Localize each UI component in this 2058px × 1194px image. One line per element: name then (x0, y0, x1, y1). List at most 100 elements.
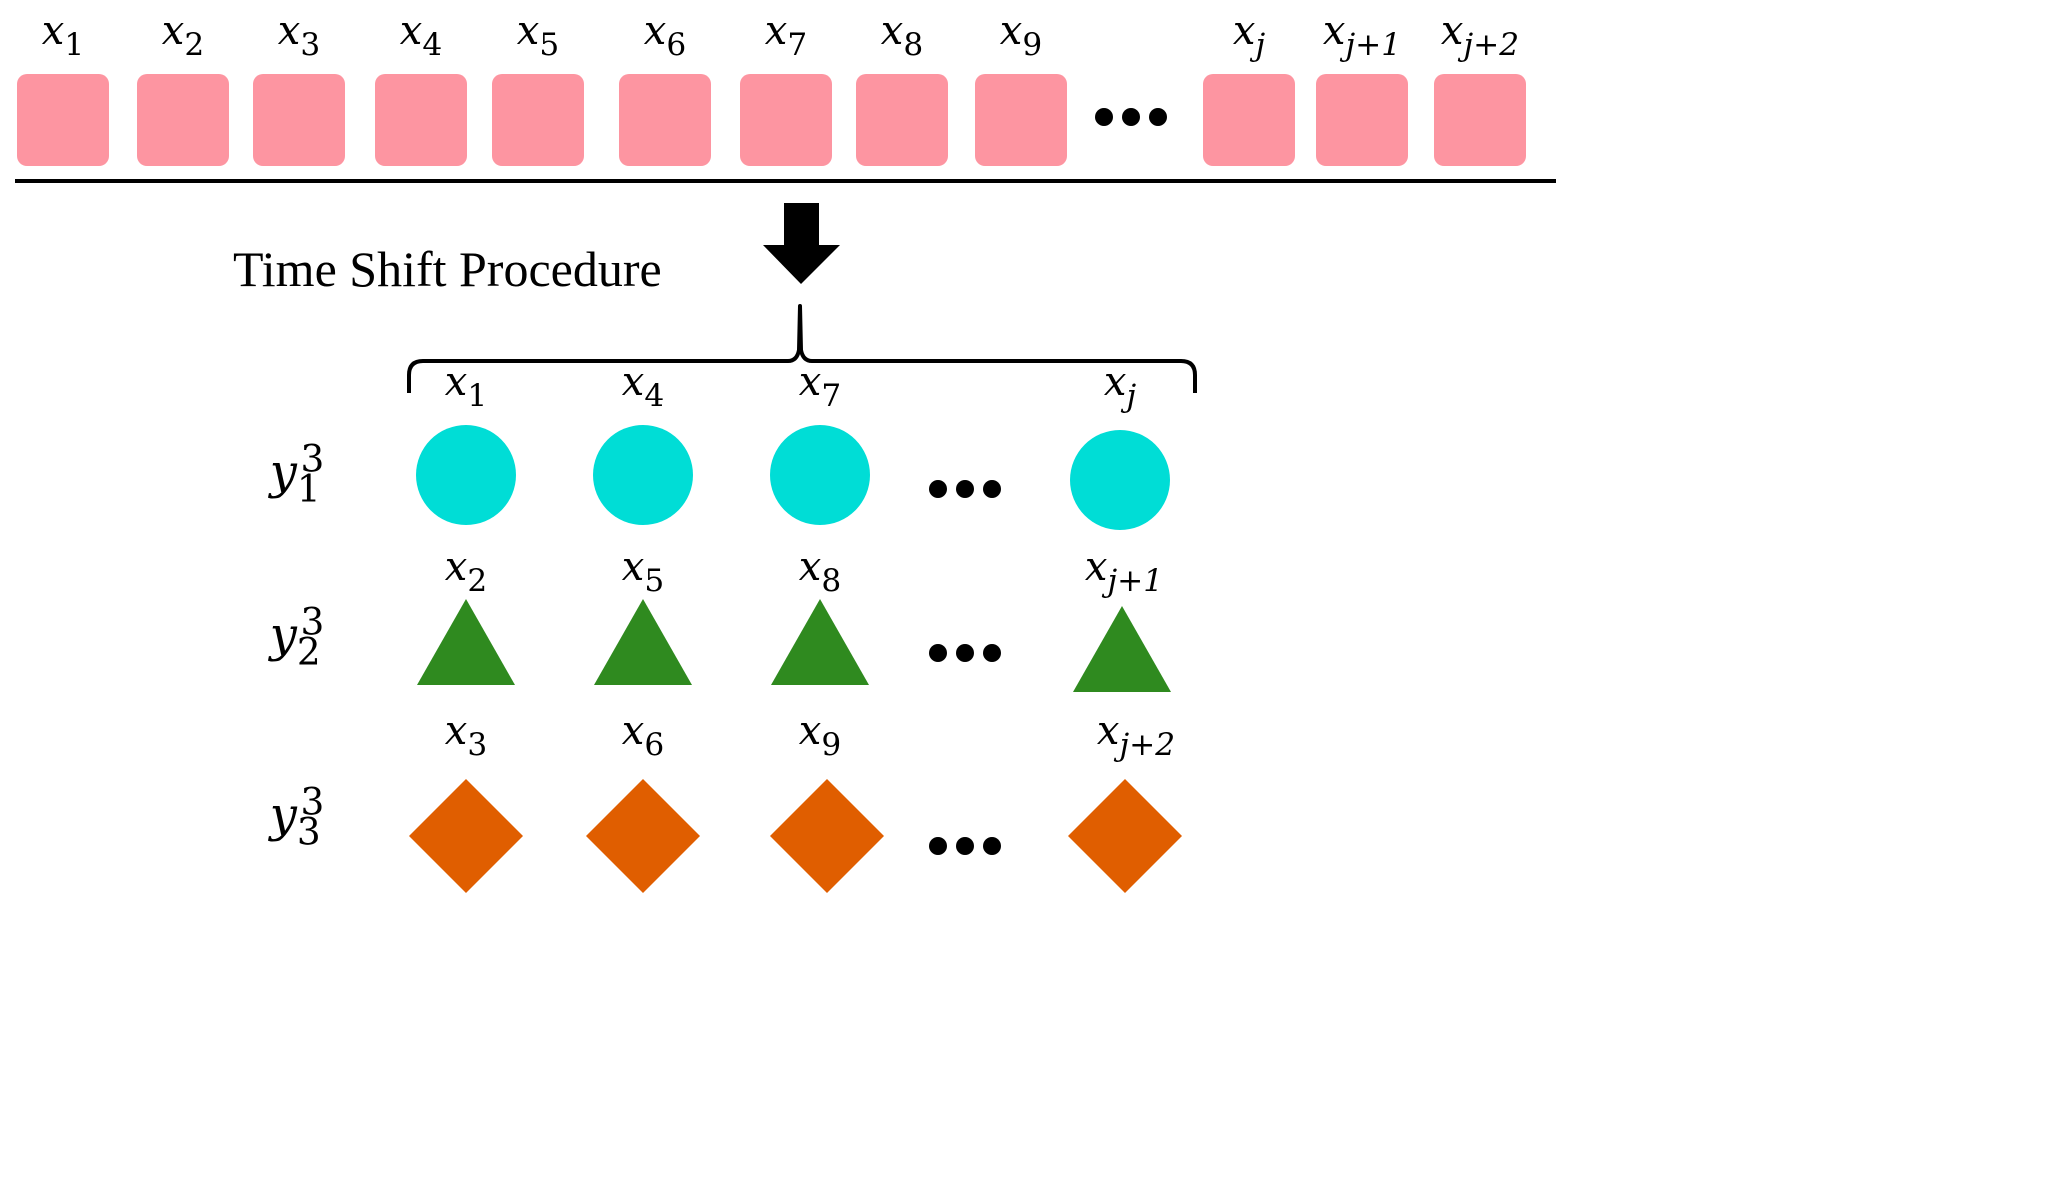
row-3-ellipsis-dot-3 (983, 837, 1001, 855)
row-2-item-label-1: x2 (445, 544, 487, 599)
sequence-label-7-subscript: 7 (787, 27, 807, 63)
row-3-item-label-4: xj+2 (1097, 708, 1175, 763)
row-2-item-label-3: x8 (799, 544, 841, 599)
row-3-ellipsis-dot-2 (956, 837, 974, 855)
row-1-item-label-4-variable: x (1104, 359, 1127, 405)
row-2-item-label-2-subscript: 5 (644, 563, 664, 599)
sequence-label-8-subscript: 8 (903, 27, 923, 63)
row-2-item-label-4-subscript: j+1 (1101, 563, 1163, 599)
row-2-triangle-icon-2 (594, 599, 692, 685)
sequence-label-11-variable: x (1323, 8, 1346, 54)
row-3-label: y33 (268, 780, 325, 854)
row-1-item-label-1: x1 (445, 359, 487, 414)
row-2-item-label-1-subscript: 2 (467, 563, 487, 599)
row-1-ellipsis-dot-3 (983, 480, 1001, 498)
sequence-label-2-variable: x (162, 8, 185, 54)
row-1-label-subscript: 1 (297, 466, 321, 510)
row-2-label: y23 (268, 600, 325, 674)
sequence-label-5-subscript: 5 (539, 27, 559, 63)
row-3-item-label-2-subscript: 6 (644, 727, 664, 763)
row-3-item-label-4-variable: x (1097, 708, 1120, 754)
row-2-ellipsis-dot-3 (983, 644, 1001, 662)
row-3-item-label-1: x3 (445, 708, 487, 763)
row-3-ellipsis-dot-1 (929, 837, 947, 855)
row-1-circle-icon-2 (593, 425, 693, 525)
row-3-item-label-1-subscript: 3 (467, 727, 487, 763)
row-1-item-label-1-subscript: 1 (467, 378, 487, 414)
sequence-ellipsis-dot-3 (1149, 108, 1167, 126)
row-3-label-subscript: 3 (297, 809, 321, 853)
row-3-item-label-2: x6 (622, 708, 664, 763)
sequence-label-1-variable: x (42, 8, 65, 54)
row-1-item-label-2-subscript: 4 (644, 378, 664, 414)
row-2-label-subscript: 2 (297, 629, 321, 673)
row-2-triangle-icon-4 (1073, 606, 1171, 692)
sequence-block-2 (137, 74, 229, 166)
sequence-ellipsis-dot-1 (1095, 108, 1113, 126)
sequence-label-6-subscript: 6 (666, 27, 686, 63)
sequence-label-9: x9 (1000, 8, 1042, 63)
sequence-block-11 (1316, 74, 1408, 166)
row-3-item-label-2-variable: x (622, 708, 645, 754)
sequence-label-9-variable: x (1000, 8, 1023, 54)
row-1-label: y13 (268, 437, 325, 511)
sequence-label-8: x8 (881, 8, 923, 63)
row-1-item-label-3: x7 (799, 359, 841, 414)
row-1-item-label-2: x4 (622, 359, 664, 414)
sequence-label-5: x5 (517, 8, 559, 63)
sequence-label-10: xj (1233, 8, 1266, 63)
row-1-label-superscript: 3 (300, 437, 324, 481)
row-2-label-superscript: 3 (300, 600, 324, 644)
row-3-item-label-3-subscript: 9 (821, 727, 841, 763)
row-3-diamond-icon-3 (770, 779, 884, 893)
row-2-item-label-4: xj+1 (1085, 544, 1163, 599)
row-3-diamond-icon-4 (1068, 779, 1182, 893)
row-1-ellipsis-dot-2 (956, 480, 974, 498)
sequence-block-3 (253, 74, 345, 166)
row-2-item-label-3-variable: x (799, 544, 822, 590)
sequence-block-5 (492, 74, 584, 166)
sequence-label-6: x6 (644, 8, 686, 63)
row-3-label-superscript: 3 (300, 780, 324, 824)
row-1-item-label-4: xj (1104, 359, 1137, 414)
row-3-label-variable: y (268, 787, 298, 843)
sequence-block-7 (740, 74, 832, 166)
sequence-label-3: x3 (278, 8, 320, 63)
row-2-triangle-icon-1 (417, 599, 515, 685)
sequence-label-2: x2 (162, 8, 204, 63)
row-2-triangle-icon-3 (771, 599, 869, 685)
sequence-block-8 (856, 74, 948, 166)
row-1-ellipsis-dot-1 (929, 480, 947, 498)
row-1-item-label-3-variable: x (799, 359, 822, 405)
row-2-item-label-4-variable: x (1085, 544, 1108, 590)
row-1-item-label-1-variable: x (445, 359, 468, 405)
row-1-label-variable: y (268, 444, 298, 500)
sequence-label-4-subscript: 4 (422, 27, 442, 63)
sequence-block-10 (1203, 74, 1295, 166)
sequence-block-6 (619, 74, 711, 166)
sequence-label-12-variable: x (1441, 8, 1464, 54)
row-2-label-variable: y (268, 607, 298, 663)
sequence-label-11: xj+1 (1323, 8, 1401, 63)
row-2-item-label-1-variable: x (445, 544, 468, 590)
row-3-item-label-4-subscript: j+2 (1113, 727, 1175, 763)
sequence-label-3-variable: x (278, 8, 301, 54)
group-brace (407, 304, 1197, 393)
sequence-block-12 (1434, 74, 1526, 166)
sequence-label-11-subscript: j+1 (1339, 27, 1401, 63)
sequence-label-10-variable: x (1233, 8, 1256, 54)
procedure-label: Time Shift Procedure (233, 241, 662, 297)
sequence-label-4-variable: x (400, 8, 423, 54)
sequence-block-1 (17, 74, 109, 166)
row-2-ellipsis-dot-2 (956, 644, 974, 662)
sequence-label-7-variable: x (765, 8, 788, 54)
sequence-label-4: x4 (400, 8, 442, 63)
sequence-label-1: x1 (42, 8, 84, 63)
row-2-item-label-2-variable: x (622, 544, 645, 590)
row-2-ellipsis-dot-1 (929, 644, 947, 662)
row-3-diamond-icon-2 (586, 779, 700, 893)
sequence-label-3-subscript: 3 (300, 27, 320, 63)
row-3-diamond-icon-1 (409, 779, 523, 893)
row-1-circle-icon-4 (1070, 430, 1170, 530)
